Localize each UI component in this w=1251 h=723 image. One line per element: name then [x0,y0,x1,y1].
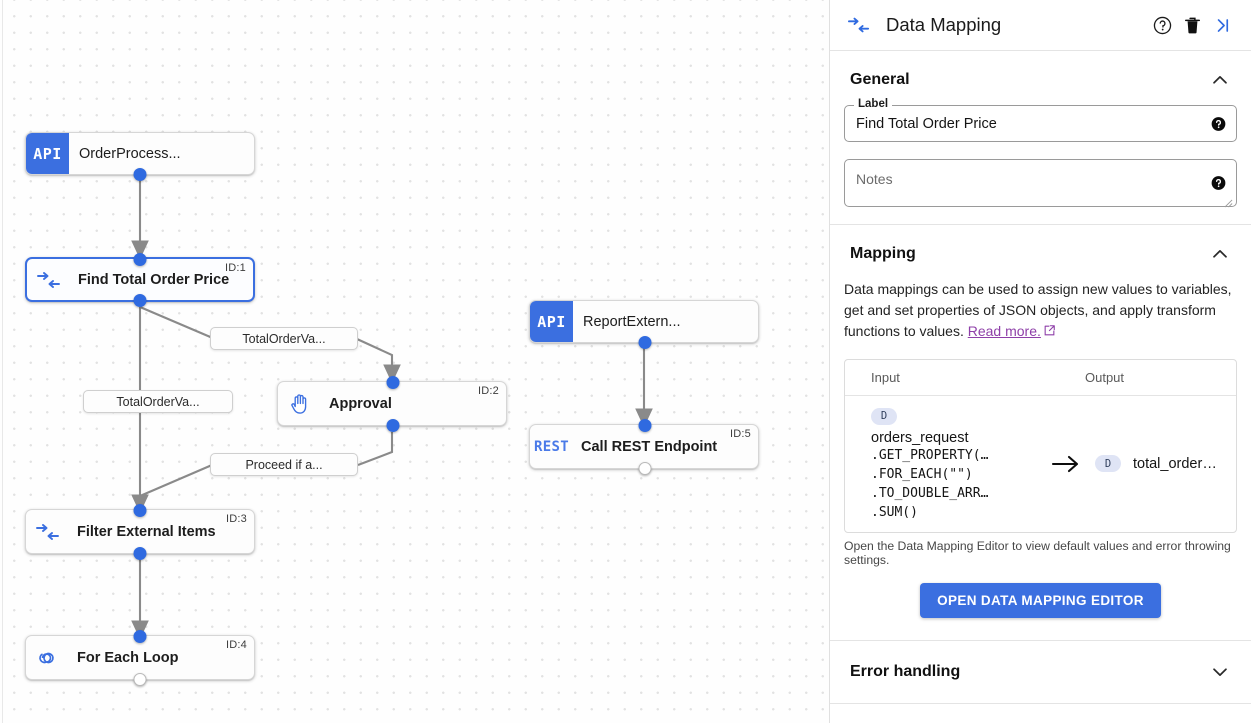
node-label: OrderProcess... [79,145,181,162]
section-title: Mapping [850,245,916,262]
node-output-port[interactable] [638,335,652,349]
general-fields: Label Find Total Order Price Notes [830,98,1251,208]
properties-panel: Data Mapping [830,0,1251,723]
edge-label[interactable]: TotalOrderVa... [210,327,358,350]
api-icon: API [530,301,573,342]
input-variable: orders_request [871,429,969,446]
section-title: General [850,71,910,88]
chevron-up-icon[interactable] [1209,243,1231,265]
section-title: Error handling [850,662,961,680]
resize-handle[interactable] [1224,195,1233,208]
section-mapping-header[interactable]: Mapping [830,225,1251,279]
loop-icon [26,636,69,679]
node-input-port[interactable] [133,503,147,517]
chevron-down-icon[interactable] [1209,661,1231,683]
node-output-port[interactable] [133,672,147,686]
mapping-output-cell: D total_order… [1089,455,1217,473]
mapping-table-header: Input Output [845,360,1236,396]
read-more-link[interactable]: Read more. [967,323,1041,339]
mapping-row[interactable]: D orders_request .GET_PROPERTY(… .FOR_EA… [845,396,1236,532]
node-output-port[interactable] [638,461,652,475]
mapping-description: Data mappings can be used to assign new … [830,279,1251,351]
node-output-port[interactable] [133,546,147,560]
node-id-tag: ID:5 [730,428,751,440]
node-id-tag: ID:1 [225,262,246,274]
mapping-input-cell: D orders_request .GET_PROPERTY(… .FOR_EA… [845,406,1043,522]
help-circle-icon[interactable] [1147,10,1177,40]
mapping-arrow-icon [1043,453,1089,475]
mapping-actions: OPEN DATA MAPPING EDITOR [830,567,1251,640]
node-input-port[interactable] [386,375,400,389]
section-mapping: Mapping Data mappings can be used to ass… [830,225,1251,641]
input-expression-line: .SUM() [871,504,918,520]
node-input-port[interactable] [133,252,147,266]
data-mapping-icon [26,510,69,553]
output-variable: total_order… [1133,455,1217,472]
input-expression-line: .TO_DOUBLE_ARR… [871,485,989,501]
node-output-port[interactable] [133,293,147,307]
input-type-badge: D [871,407,897,425]
node-id-tag: ID:3 [226,513,247,525]
edge-label[interactable]: TotalOrderVa... [83,390,233,413]
workflow-canvas[interactable]: API OrderProcess... Find Total Order Pri… [0,0,830,723]
rest-icon-text: REST [534,438,569,455]
trash-icon[interactable] [1177,10,1207,40]
help-icon[interactable] [1211,116,1226,131]
api-icon: API [26,133,69,174]
node-output-port[interactable] [386,418,400,432]
node-id-tag: ID:2 [478,385,499,397]
node-id-tag: ID:4 [226,639,247,651]
hand-approval-icon [278,382,321,425]
output-type-badge: D [1095,455,1121,473]
input-expression-line: .FOR_EACH("") [871,466,973,482]
open-data-mapping-editor-button[interactable]: OPEN DATA MAPPING EDITOR [920,582,1161,618]
help-icon[interactable] [1211,176,1226,191]
chevron-up-icon[interactable] [1209,69,1231,91]
node-label: Approval [329,395,392,412]
section-general-header[interactable]: General [830,51,1251,105]
node-output-port[interactable] [133,167,147,181]
mapping-table: Input Output D orders_request .GET_PROPE… [844,359,1237,533]
rest-icon: REST [530,425,573,468]
node-for-each-loop[interactable]: For Each Loop ID:4 [25,629,255,686]
node-find-total-order-price[interactable]: Find Total Order Price ID:1 [25,252,255,307]
external-link-icon[interactable] [1043,322,1056,343]
node-approval[interactable]: Approval ID:2 [277,375,507,432]
label-field-value: Find Total Order Price [856,115,997,132]
data-mapping-icon [27,259,70,300]
panel-title: Data Mapping [886,14,1002,35]
label-field[interactable]: Label Find Total Order Price [844,98,1237,142]
node-filter-external-items[interactable]: Filter External Items ID:3 [25,503,255,560]
data-mapping-icon [848,17,870,33]
section-error-handling-header[interactable]: Error handling [830,641,1251,703]
node-label: For Each Loop [77,649,179,666]
node-order-process[interactable]: API OrderProcess... [25,132,255,181]
node-input-port[interactable] [638,418,652,432]
node-report-external[interactable]: API ReportExtern... [529,300,759,349]
section-error-handling: Error handling [830,641,1251,704]
edge-label[interactable]: Proceed if a... [210,453,358,476]
node-call-rest-endpoint[interactable]: REST Call REST Endpoint ID:5 [529,418,759,475]
node-label: Find Total Order Price [78,271,230,288]
section-general: General Label Find Total Order Price [830,51,1251,225]
input-expression-line: .GET_PROPERTY(… [871,447,989,463]
notes-field[interactable]: Notes [844,159,1237,208]
collapse-panel-icon[interactable] [1207,10,1237,40]
label-field-legend: Label [854,98,893,110]
node-label: Filter External Items [77,523,216,540]
node-label: Call REST Endpoint [581,438,718,455]
notes-placeholder: Notes [856,171,893,187]
node-label: ReportExtern... [583,313,681,330]
mapping-description-text: Data mappings can be used to assign new … [844,281,1232,339]
column-header-input: Input [871,370,900,385]
node-input-port[interactable] [133,629,147,643]
panel-header: Data Mapping [830,0,1251,51]
mapping-footnote: Open the Data Mapping Editor to view def… [844,538,1231,567]
column-header-output: Output [1085,370,1125,385]
edge-connections-layer [131,180,653,640]
